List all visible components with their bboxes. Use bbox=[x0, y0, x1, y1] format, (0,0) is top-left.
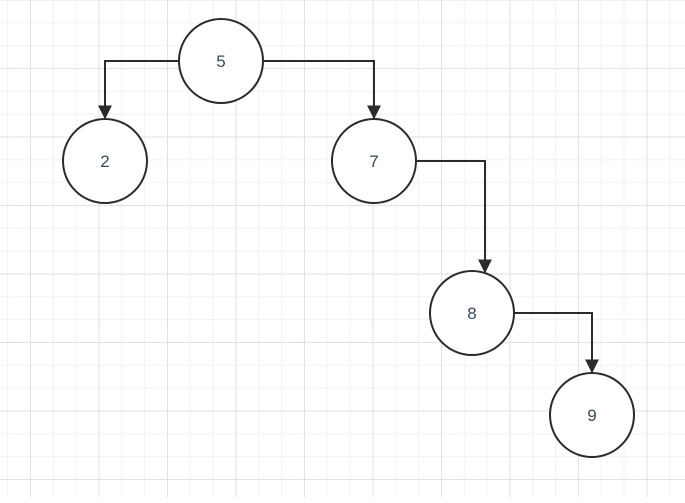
node-circle[interactable] bbox=[429, 270, 515, 356]
node-label: 5 bbox=[216, 52, 225, 71]
node-circle[interactable] bbox=[549, 372, 635, 458]
node-label: 8 bbox=[467, 304, 476, 323]
node-label: 9 bbox=[587, 406, 596, 425]
node-circle[interactable] bbox=[62, 118, 148, 204]
node-label: 2 bbox=[100, 152, 109, 171]
tree-edge-5-7[interactable] bbox=[263, 60, 381, 120]
node-circle[interactable] bbox=[178, 18, 264, 104]
tree-edge-5-2[interactable] bbox=[98, 60, 179, 120]
tree-edge-7-8[interactable] bbox=[416, 160, 492, 274]
tree-node-7[interactable]: 7 bbox=[331, 118, 417, 204]
canvas-bottom-edge bbox=[0, 497, 685, 503]
tree-edge-8-9[interactable] bbox=[514, 312, 599, 374]
tree-node-5[interactable]: 5 bbox=[178, 18, 264, 104]
tree-node-8[interactable]: 8 bbox=[429, 270, 515, 356]
node-circle[interactable] bbox=[331, 118, 417, 204]
node-label: 7 bbox=[369, 152, 378, 171]
tree-node-9[interactable]: 9 bbox=[549, 372, 635, 458]
tree-node-2[interactable]: 2 bbox=[62, 118, 148, 204]
